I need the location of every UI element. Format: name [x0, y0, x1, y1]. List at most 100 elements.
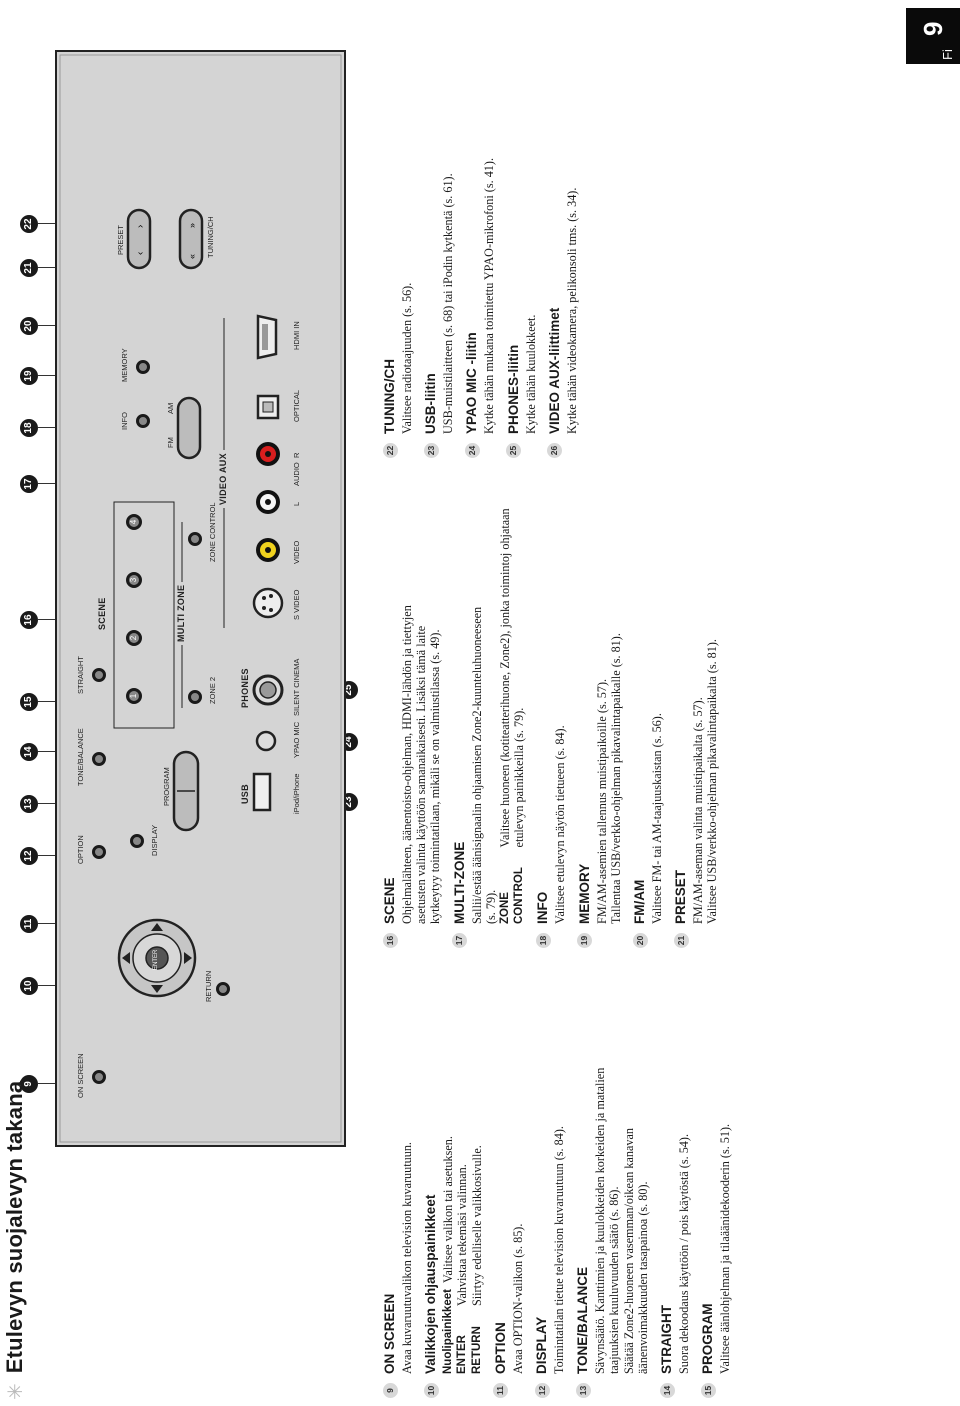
on-screen-button[interactable]: [92, 1070, 106, 1084]
zone2-button[interactable]: [188, 690, 202, 704]
option-button[interactable]: [92, 845, 106, 859]
entry-title: MULTI-ZONE: [451, 841, 467, 924]
entry-title: ON SCREEN: [382, 1293, 397, 1374]
page-number: 9: [918, 21, 948, 36]
callout-14: 14: [20, 743, 38, 761]
callout-16: 16: [20, 611, 38, 629]
entry-heading: 25 PHONES-liitin: [504, 18, 524, 458]
svg-text:»: »: [187, 223, 197, 228]
display-label: DISPLAY: [150, 824, 159, 856]
callout-10: 10: [20, 977, 38, 995]
multi-zone-label: MULTI ZONE: [176, 581, 186, 645]
program-label: PROGRAM: [162, 767, 171, 806]
tuning-ch-label: TUNING/CH: [206, 216, 215, 258]
entry-text: Valitsee radiotaajuuden (s. 56).: [400, 282, 414, 434]
preset-label: PRESET: [116, 224, 125, 255]
tone-balance-label: TONE/BALANCE: [76, 728, 85, 786]
hdmi-in-label: HDMI IN: [292, 321, 301, 350]
entry-text: USB-muistilaitteen (s. 68) tai iPodin ky…: [441, 173, 456, 434]
callout-22: 22: [20, 215, 38, 233]
page-number-tab: Fi 9: [906, 8, 960, 64]
entry-heading: 22 TUNING/CH: [380, 18, 400, 458]
entry-text: Tallentaa USB/verkko-ohjelman pikavalint…: [608, 633, 623, 924]
entry-text: Valitsee etulevyn näytön tietueen (s. 84…: [553, 725, 568, 924]
entry-title: FM/AM: [632, 879, 648, 924]
sub-item-value: Vahvistaa tekemäsi valinnan.: [455, 1164, 470, 1306]
entry-number: 9: [382, 1383, 398, 1398]
callout-17: 17: [20, 475, 38, 493]
entry-title: PHONES-liitin: [505, 344, 521, 434]
sub-item-key: RETURN: [470, 1326, 483, 1374]
entry-title: DISPLAY: [534, 1316, 550, 1374]
sub-item-key: ZONE CONTROL: [499, 867, 526, 924]
zone-control-button[interactable]: [188, 532, 202, 546]
scene-label: SCENE: [97, 597, 107, 630]
entry-number: 25: [506, 443, 522, 458]
entry-title: YPAO MIC -liitin: [464, 332, 480, 434]
entry-title: STRAIGHT: [659, 1305, 675, 1374]
display-button[interactable]: [130, 834, 144, 848]
scene-4-button[interactable]: 4: [126, 514, 142, 530]
tone-balance-button[interactable]: [92, 752, 106, 766]
straight-button[interactable]: [92, 668, 106, 682]
entry-number: 14: [659, 1383, 675, 1398]
entry-text: Avaa OPTION-valikon (s. 85).: [510, 1223, 525, 1374]
entry-heading: 24 YPAO MIC -liitin: [462, 18, 482, 458]
ipod-iphone-label: iPod/iPhone: [292, 773, 301, 814]
svg-text:›: ›: [135, 225, 146, 228]
entry-text: Valitsee äänlohjelman ja tilaäänidekoode…: [718, 1123, 733, 1374]
entry-text: Valitsee FM- tai AM-taajuuskaistan (s. 5…: [650, 713, 665, 924]
entry-heading: 14 STRAIGHT: [657, 978, 677, 1398]
on-screen-label: ON SCREEN: [76, 1053, 85, 1098]
entry-title: PRESET: [673, 869, 689, 924]
scene-2-button[interactable]: 2: [126, 630, 142, 646]
zone2-label: ZONE 2: [208, 676, 217, 704]
return-button[interactable]: [216, 982, 230, 996]
entry-title: USB-liitin: [423, 373, 439, 434]
page-title-text: Etulevyn suojalevyn takana: [2, 1080, 27, 1374]
audio-label: AUDIO: [292, 462, 301, 486]
entry-text: kytkeytyy toimintatilaan, mikäli se on v…: [428, 629, 443, 925]
enter-label: ENTER: [153, 949, 159, 970]
sub-item-value: Siirtyy edelliselle valikkosivulle.: [469, 1145, 484, 1306]
entry-text: Sävynsäätö. Kanttimien ja kuulokkeiden k…: [593, 1067, 608, 1374]
svg-text:‹: ‹: [135, 252, 146, 255]
entry-number: 22: [382, 443, 398, 458]
return-label: RETURN: [204, 970, 213, 1002]
straight-label: STRAIGHT: [76, 656, 85, 694]
front-panel-diagram: ‹ › « »: [54, 48, 350, 1148]
scene-3-button[interactable]: 3: [126, 572, 142, 588]
entry-number: 24: [464, 443, 480, 458]
callout-15: 15: [20, 693, 38, 711]
entry-number: 16: [382, 933, 398, 948]
scene-1-button[interactable]: 1: [126, 688, 142, 704]
star-icon: ✳: [4, 1383, 27, 1400]
memory-button[interactable]: [136, 360, 150, 374]
ypao-mic-label: YPAO MIC: [292, 721, 301, 758]
entry-text: Säätää Zone2-huoneen vasemman/oikean kan…: [621, 1127, 636, 1374]
entry-title: TUNING/CH: [382, 359, 397, 434]
info-button[interactable]: [136, 414, 150, 428]
entry-text: Sallii/estää äänisignaalin ohjaamisen Zo…: [469, 606, 484, 924]
entry-text: taajuuksien kuuluvuuden säätö (s. 86).: [607, 1186, 622, 1374]
entry-number: 13: [575, 1383, 591, 1398]
